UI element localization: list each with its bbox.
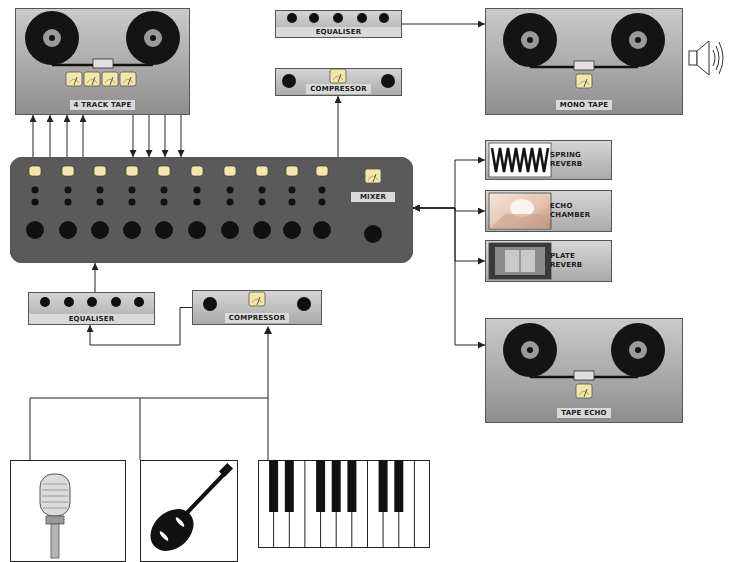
mixer-console: MIXER <box>10 157 413 263</box>
spring-reverb-art <box>485 140 612 180</box>
unit-label: TAPE ECHO <box>557 408 611 418</box>
mixer-art <box>10 157 413 263</box>
microphone-figure <box>11 461 126 562</box>
tape-machine: TAPE ECHO <box>485 318 683 423</box>
equaliser-unit: EQUALISER <box>275 10 402 38</box>
echo-chamber-unit: ECHO CHAMBER <box>485 190 612 232</box>
reverb-unit: PLATE REVERB <box>485 240 612 282</box>
tape-machine: 4 TRACK TAPE <box>15 8 190 115</box>
keyboard-figure <box>259 460 430 548</box>
unit-label: COMPRESSOR <box>225 313 289 323</box>
signal-arrow <box>149 115 150 157</box>
signal-arrow <box>95 263 96 292</box>
signal-arrow <box>413 160 485 208</box>
unit-label: MIXER <box>351 192 395 202</box>
tape-echo-art <box>485 318 683 423</box>
four-track-tape-art <box>15 8 190 115</box>
signal-arrow <box>67 115 68 157</box>
signal-arrow <box>83 115 84 157</box>
signal-arrow <box>402 24 485 25</box>
signal-arrow <box>413 208 485 261</box>
top-compressor-art <box>275 68 402 96</box>
tape-machine: MONO TAPE <box>485 8 683 115</box>
unit-label: ECHO CHAMBER <box>550 202 608 220</box>
mono-tape-art <box>485 8 683 115</box>
reverb-unit: SPRING REVERB <box>485 140 612 180</box>
signal-arrow <box>165 115 166 157</box>
top-equaliser-art <box>275 10 402 38</box>
signal-arrow <box>33 115 34 157</box>
signal-arrow <box>338 96 339 157</box>
unit-label: SPRING REVERB <box>550 151 608 169</box>
compressor-unit: COMPRESSOR <box>192 290 322 325</box>
speaker-icon <box>689 41 723 75</box>
bottom-compressor-art <box>192 290 322 325</box>
unit-label: COMPRESSOR <box>306 84 370 94</box>
signal-arrow <box>133 115 134 157</box>
signal-arrow <box>413 208 485 345</box>
equaliser-unit: EQUALISER <box>28 292 155 325</box>
instrument-wires <box>30 326 272 460</box>
signal-arrow <box>50 115 51 157</box>
signal-arrow <box>181 115 182 157</box>
unit-label: 4 TRACK TAPE <box>70 100 136 110</box>
unit-label: EQUALISER <box>276 27 401 37</box>
plate-reverb-art <box>485 240 612 282</box>
compressor-unit: COMPRESSOR <box>275 68 402 96</box>
guitar-figure <box>141 461 238 562</box>
unit-label: MONO TAPE <box>556 100 613 110</box>
unit-label: PLATE REVERB <box>550 252 608 270</box>
echo-chamber-art <box>485 190 612 232</box>
bottom-equaliser-art <box>28 292 155 325</box>
unit-label: EQUALISER <box>29 314 154 324</box>
